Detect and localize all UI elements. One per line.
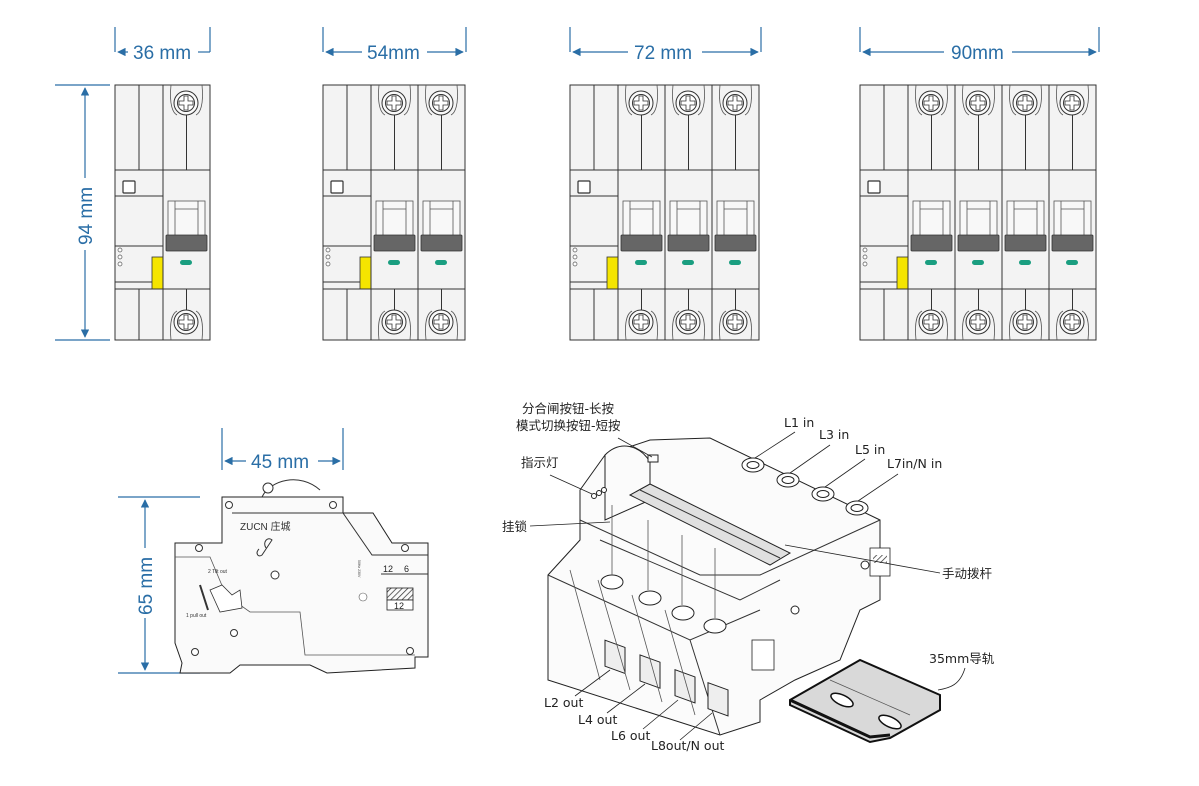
tilt-out-label: 2 Tilt out [208,569,228,575]
callout-l5-in: L5 in [855,442,885,457]
width-label-54: 54mm [367,43,420,64]
callout-open-close-button: 分合闸按钮-长按 [522,401,614,416]
strip-length-b: 6 [404,564,409,574]
side-height-label: 65 mm [136,557,157,615]
callout-manual-lever: 手动拨杆 [942,566,993,581]
callout-l6-out: L6 out [611,728,650,743]
front-view-72mm [569,84,760,341]
callout-l8-out: L8out/N out [651,738,724,753]
strip-length-a: 12 [383,564,393,574]
front-view-36mm [114,84,211,341]
front-view-90mm [859,84,1097,341]
height-label: 94 mm [76,187,97,245]
side-view: 45 mm 65 mm ZUCN 庄城 2 Tilt out 1 pull ou… [118,428,429,674]
strip-length-c: 12 [394,601,404,611]
callout-l3-in: L3 in [819,427,849,442]
callout-l7-in: L7in/N in [887,456,942,471]
top-terminals [741,457,869,516]
svg-text:50Hz 230V: 50Hz 230V [357,560,361,578]
callout-din-rail: 35mm导轨 [929,651,995,666]
pull-out-label: 1 pull out [186,613,207,619]
side-width-label: 45 mm [251,452,309,473]
width-dimension-90: 90mm [859,27,1100,64]
callout-indicator: 指示灯 [521,455,559,470]
brand-logo: ZUCN 庄城 [240,520,291,533]
width-dimension-72: 72 mm [569,27,762,64]
front-view-54mm [322,84,466,341]
width-label-72: 72 mm [634,43,692,64]
callout-mode-button: 模式切换按钮-短按 [516,418,621,433]
callout-l1-in: L1 in [784,415,814,430]
width-dimension-36: 36 mm [114,27,211,64]
callout-padlock: 挂锁 [502,519,528,534]
width-label-36: 36 mm [133,43,191,64]
height-dimension: 94 mm [55,84,110,341]
width-label-90: 90mm [951,43,1004,64]
width-dimension-54: 54mm [322,27,467,64]
isometric-view [547,437,941,744]
bottom-terminals [600,574,729,717]
callouts: 分合闸按钮-长按 模式切换按钮-短按 指示灯 挂锁 L1 in L3 in L5… [502,401,995,753]
din-rail [789,658,941,744]
callout-l2-out: L2 out [544,695,583,710]
callout-l4-out: L4 out [578,712,617,727]
